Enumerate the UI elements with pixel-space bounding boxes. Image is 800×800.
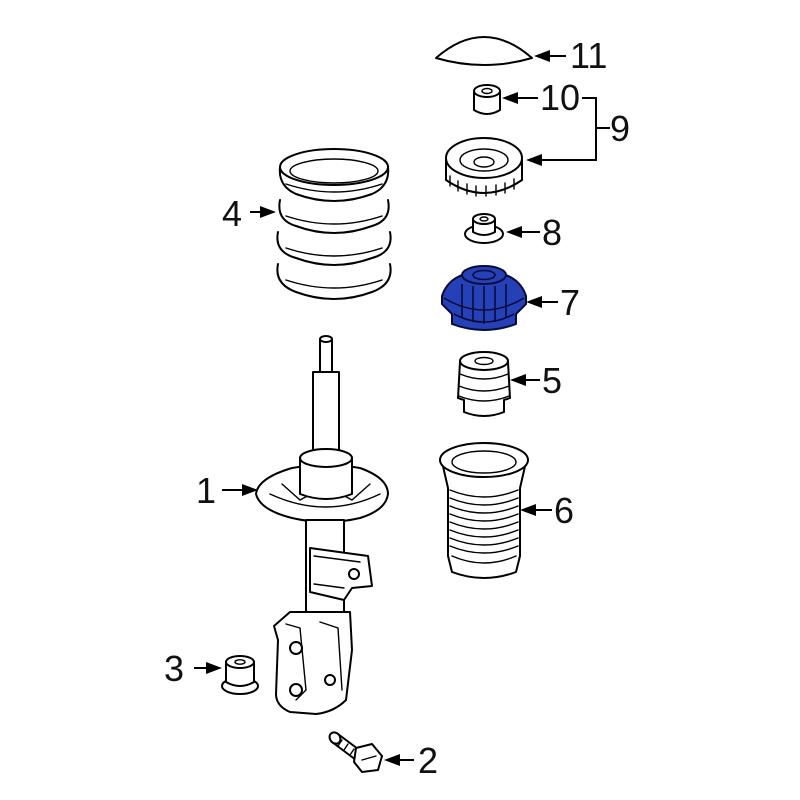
part-8-flange-nut xyxy=(464,213,504,244)
callout-1: 1 xyxy=(196,470,216,511)
part-10-nut xyxy=(473,84,501,115)
callout-2: 2 xyxy=(418,740,438,781)
leader-line-8 xyxy=(506,226,540,238)
part-11-dust-cap xyxy=(435,36,533,66)
leader-line-2 xyxy=(384,754,414,766)
part-4-coil-spring xyxy=(276,148,392,300)
callout-3: 3 xyxy=(164,648,184,689)
callout-11: 11 xyxy=(570,35,607,76)
callout-9: 9 xyxy=(610,108,630,149)
callout-4: 4 xyxy=(222,193,242,234)
bracket-9 xyxy=(526,97,610,166)
part-3-flange-nut xyxy=(221,655,259,695)
part-5-jounce-bumper xyxy=(457,351,511,417)
callout-7: 7 xyxy=(560,282,580,323)
leader-line-5 xyxy=(510,374,540,386)
leader-line-3 xyxy=(194,662,222,674)
part-1-strut-assembly xyxy=(255,335,389,715)
leader-line-6 xyxy=(520,504,552,516)
part-2-bolt xyxy=(328,731,383,773)
leader-line-11 xyxy=(534,50,566,62)
leader-line-10 xyxy=(502,92,538,104)
callout-5: 5 xyxy=(542,360,562,401)
leader-line-1 xyxy=(222,484,258,496)
part-9-upper-mount xyxy=(445,137,523,197)
leader-line-4 xyxy=(250,206,276,218)
callout-6: 6 xyxy=(554,490,574,531)
callout-8: 8 xyxy=(542,212,562,253)
part-6-dust-boot xyxy=(439,442,529,579)
callout-10: 10 xyxy=(540,77,580,118)
leader-line-7 xyxy=(526,296,558,308)
part-7-bump-stop-highlighted xyxy=(441,265,527,331)
